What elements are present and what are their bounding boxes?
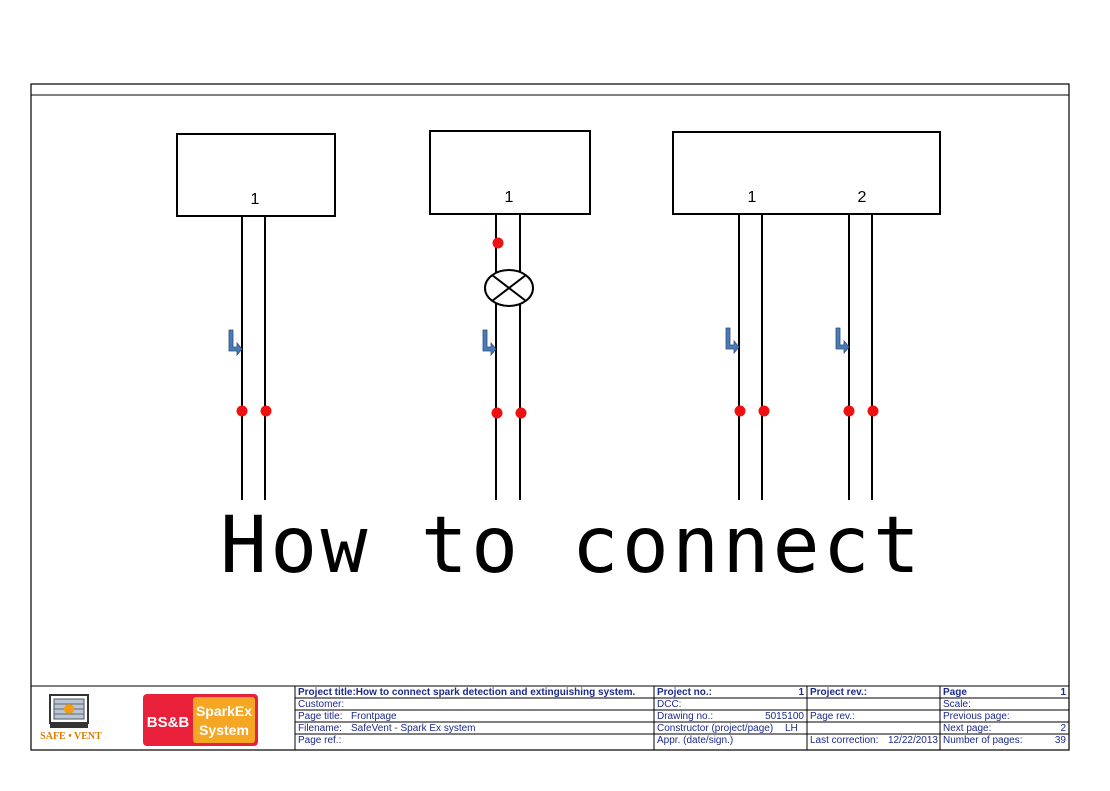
project-no-label: Project no.: — [657, 687, 713, 698]
signal-arrow-icon — [835, 327, 850, 355]
number-of-pages-label: Number of pages: — [943, 735, 1023, 746]
bsb-sparkex-logo: BS&B SparkEx System — [143, 694, 258, 746]
connection-dot — [236, 405, 248, 417]
device-1: 1 — [176, 133, 336, 500]
drawing-frame — [30, 83, 1070, 751]
safevent-logo-text: SAFE • VENT — [40, 731, 102, 742]
scale-label: Scale: — [943, 699, 971, 710]
next-page-value: 2 — [1060, 723, 1066, 734]
device-2-box — [429, 130, 591, 215]
bsb-logo-left: BS&B — [147, 714, 190, 731]
connection-dot — [843, 405, 855, 417]
device-3-terminal-2: 2 — [858, 189, 867, 206]
device-1-terminal-1: 1 — [251, 191, 260, 208]
project-rev-label: Project rev.: — [810, 687, 868, 698]
signal-arrow-icon — [482, 329, 497, 357]
signal-arrow-icon — [725, 327, 740, 355]
drawing-no-label: Drawing no.: — [657, 711, 714, 722]
device-3-terminal-1: 1 — [748, 189, 757, 206]
dcc-label: DCC: — [657, 699, 682, 710]
constructor-value: LH — [785, 723, 798, 734]
project-no-value: 1 — [798, 687, 804, 698]
bsb-logo-right-1: SparkEx — [196, 703, 252, 719]
device-2: 1 — [429, 130, 591, 500]
last-correction-value: 12/22/2013 — [887, 735, 938, 746]
device-3-box — [672, 131, 941, 215]
drawing-heading: How to connect — [220, 501, 920, 591]
constructor-label: Constructor (project/page) — [657, 723, 774, 734]
project-title: Project title:How to connect spark detec… — [298, 687, 636, 698]
device-3: 1 2 — [672, 131, 941, 500]
page-ref-label: Page ref.: — [298, 735, 342, 746]
next-page-label: Next page: — [943, 723, 992, 734]
page-title-label: Page title: — [298, 711, 343, 722]
customer-label: Customer: — [298, 699, 345, 710]
last-correction-label: Last correction: — [810, 735, 879, 746]
connection-dot — [515, 407, 527, 419]
previous-page-label: Previous page: — [943, 711, 1010, 722]
number-of-pages-value: 39 — [1054, 735, 1066, 746]
device-2-terminal-1: 1 — [505, 189, 514, 206]
connection-dot — [734, 405, 746, 417]
approval-label: Appr. (date/sign.) — [657, 735, 734, 746]
lamp-symbol — [484, 269, 534, 307]
device-1-box — [176, 133, 336, 217]
safevent-logo: SAFE • VENT — [40, 694, 102, 742]
page-title-value: Frontpage — [351, 711, 397, 722]
signal-arrow-icon — [228, 329, 243, 357]
connection-dot — [491, 407, 503, 419]
connection-dot — [867, 405, 879, 417]
connection-dot — [260, 405, 272, 417]
page-label: Page — [943, 687, 967, 698]
connection-dot — [492, 237, 504, 249]
page-rev-label: Page rev.: — [810, 711, 855, 722]
page-value: 1 — [1060, 687, 1066, 698]
filename-value: SafeVent - Spark Ex system — [351, 723, 476, 734]
connection-dot — [758, 405, 770, 417]
title-block-grid — [294, 686, 1069, 750]
filename-label: Filename: — [298, 723, 342, 734]
drawing-no-value: 5015100 — [765, 711, 804, 722]
bsb-logo-right-2: System — [199, 722, 249, 738]
